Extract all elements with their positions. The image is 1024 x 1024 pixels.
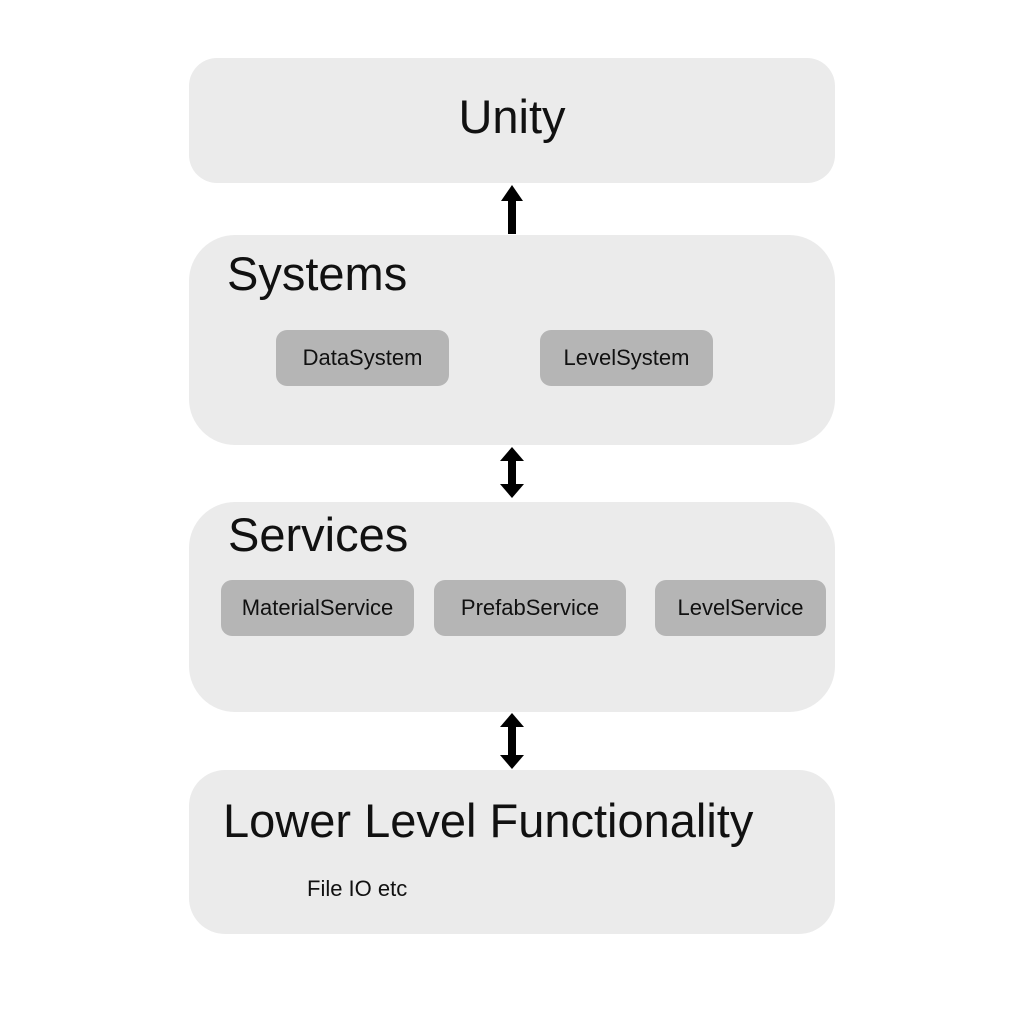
systems-layer: Systems DataSystem LevelSystem [189,235,835,445]
services-layer: Services MaterialService PrefabService L… [189,502,835,712]
lower-level-layer-title: Lower Level Functionality [223,794,754,847]
level-service-node: LevelService [655,580,826,636]
prefab-service-node: PrefabService [434,580,626,636]
systems-services-arrow [496,446,528,499]
unity-layer: Unity [189,58,835,183]
level-system-node: LevelSystem [540,330,713,386]
services-layer-title: Services [228,508,409,561]
material-service-node: MaterialService [221,580,414,636]
systems-to-unity-arrow [496,184,528,234]
data-system-node: DataSystem [276,330,449,386]
unity-layer-title: Unity [458,90,566,143]
file-io-note: File IO etc [307,876,408,901]
systems-layer-title: Systems [227,247,408,300]
services-lower-arrow [496,712,528,770]
lower-level-layer: Lower Level Functionality File IO etc [189,770,835,934]
